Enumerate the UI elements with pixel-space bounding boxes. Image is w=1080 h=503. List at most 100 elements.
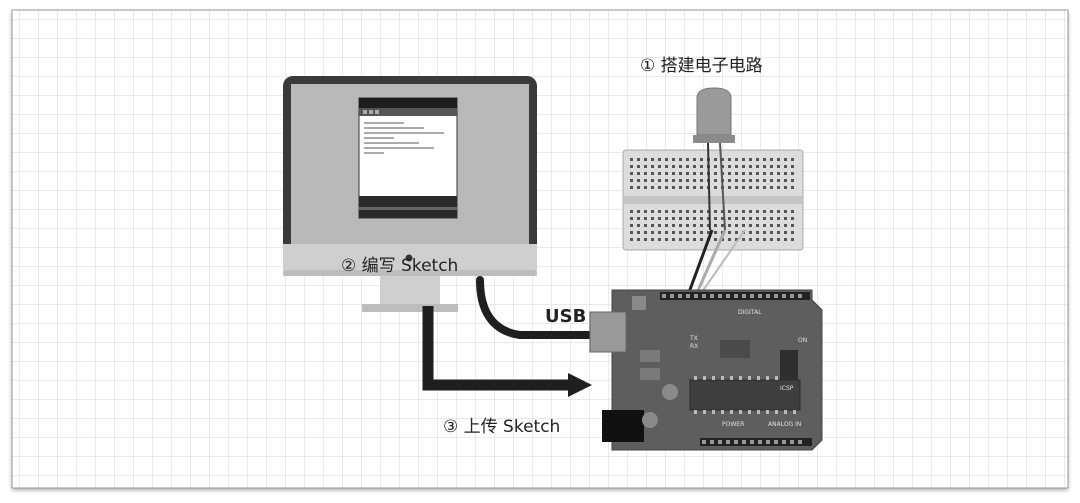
- breadboard-hole: [756, 224, 759, 227]
- breadboard-hole: [714, 179, 717, 182]
- breadboard-hole: [693, 186, 696, 189]
- breadboard-hole: [679, 186, 682, 189]
- header-pin: [798, 440, 802, 444]
- breadboard-hole: [651, 238, 654, 241]
- breadboard-hole: [672, 231, 675, 234]
- breadboard-hole: [742, 210, 745, 213]
- breadboard-hole: [756, 238, 759, 241]
- breadboard-hole: [777, 224, 780, 227]
- breadboard-hole: [742, 238, 745, 241]
- breadboard-hole: [672, 165, 675, 168]
- chip-leg: [694, 376, 697, 380]
- breadboard-hole: [749, 165, 752, 168]
- breadboard-hole: [756, 172, 759, 175]
- breadboard-hole: [763, 224, 766, 227]
- breadboard-hole: [658, 217, 661, 220]
- breadboard-hole: [728, 231, 731, 234]
- breadboard-hole: [686, 186, 689, 189]
- breadboard-hole: [679, 224, 682, 227]
- breadboard-hole: [784, 231, 787, 234]
- breadboard-hole: [644, 238, 647, 241]
- breadboard-hole: [791, 172, 794, 175]
- breadboard-hole: [735, 210, 738, 213]
- breadboard-hole: [665, 179, 668, 182]
- breadboard-hole: [672, 210, 675, 213]
- chip-leg: [739, 376, 742, 380]
- breadboard-hole: [749, 186, 752, 189]
- header-pin: [798, 294, 802, 298]
- breadboard-hole: [693, 238, 696, 241]
- breadboard-hole: [735, 186, 738, 189]
- breadboard-hole: [679, 172, 682, 175]
- breadboard-hole: [735, 179, 738, 182]
- breadboard-hole: [728, 165, 731, 168]
- breadboard-hole: [700, 217, 703, 220]
- breadboard-hole: [637, 217, 640, 220]
- wire-light: [699, 229, 746, 296]
- breadboard-hole: [756, 165, 759, 168]
- breadboard-hole: [700, 238, 703, 241]
- breadboard-hole: [630, 224, 633, 227]
- breadboard-hole: [644, 186, 647, 189]
- breadboard-hole: [651, 224, 654, 227]
- breadboard-hole: [665, 186, 668, 189]
- breadboard-hole: [714, 158, 717, 161]
- upload-arrow: [422, 306, 592, 397]
- breadboard-hole: [763, 217, 766, 220]
- breadboard-hole: [728, 179, 731, 182]
- power-text: POWER: [722, 421, 744, 428]
- usb-port: [589, 311, 627, 353]
- breadboard-hole: [728, 158, 731, 161]
- breadboard-hole: [679, 165, 682, 168]
- breadboard-hole: [700, 165, 703, 168]
- header-pin: [750, 440, 754, 444]
- breadboard-hole: [777, 217, 780, 220]
- breadboard: [622, 149, 804, 251]
- header-pin: [758, 294, 762, 298]
- breadboard-hole: [658, 210, 661, 213]
- breadboard-hole: [784, 217, 787, 220]
- breadboard-hole: [735, 172, 738, 175]
- chip-leg: [775, 376, 778, 380]
- header-pin: [718, 294, 722, 298]
- breadboard-hole: [763, 158, 766, 161]
- header-pin: [710, 440, 714, 444]
- header-pin: [758, 440, 762, 444]
- breadboard-hole: [742, 172, 745, 175]
- breadboard-hole: [679, 179, 682, 182]
- chip-leg: [739, 410, 742, 414]
- breadboard-hole: [672, 217, 675, 220]
- breadboard-hole: [637, 165, 640, 168]
- breadboard-hole: [651, 165, 654, 168]
- breadboard-hole: [651, 186, 654, 189]
- breadboard-hole: [637, 210, 640, 213]
- breadboard-hole: [693, 165, 696, 168]
- header-pin: [694, 294, 698, 298]
- breadboard-hole: [630, 158, 633, 161]
- breadboard-hole: [714, 172, 717, 175]
- breadboard-hole: [791, 217, 794, 220]
- breadboard-hole: [756, 210, 759, 213]
- breadboard-hole: [742, 165, 745, 168]
- breadboard-hole: [658, 231, 661, 234]
- breadboard-hole: [672, 224, 675, 227]
- breadboard-hole: [714, 238, 717, 241]
- breadboard-hole: [721, 224, 724, 227]
- breadboard-hole: [630, 165, 633, 168]
- chip-leg: [730, 376, 733, 380]
- breadboard-hole: [679, 210, 682, 213]
- breadboard-hole: [742, 217, 745, 220]
- breadboard-hole: [770, 186, 773, 189]
- header-pin: [790, 294, 794, 298]
- breadboard-hole: [777, 158, 780, 161]
- breadboard-hole: [784, 186, 787, 189]
- chip-leg: [712, 376, 715, 380]
- breadboard-hole: [686, 158, 689, 161]
- header-pin: [702, 440, 706, 444]
- breadboard-hole: [721, 238, 724, 241]
- breadboard-hole: [700, 158, 703, 161]
- breadboard-hole: [658, 172, 661, 175]
- grid-paper: [11, 9, 1069, 489]
- breadboard-hole: [777, 186, 780, 189]
